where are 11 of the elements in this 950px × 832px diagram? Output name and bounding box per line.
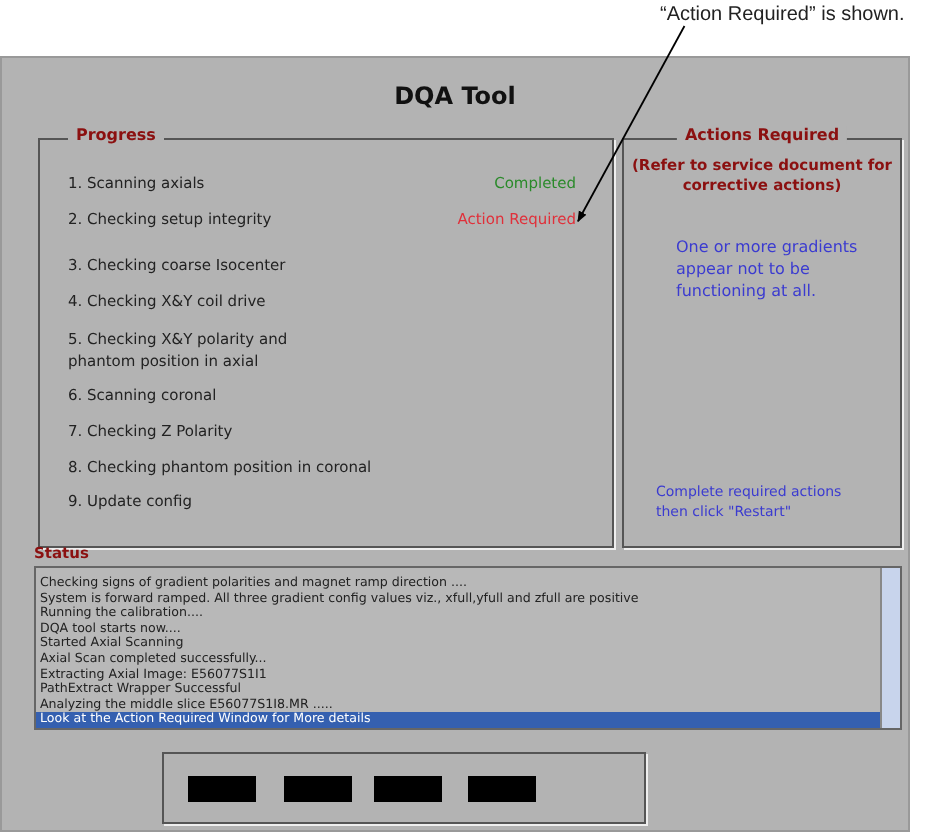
redacted-block — [188, 776, 256, 802]
callout-text: “Action Required” is shown. — [660, 4, 905, 26]
panel-heading: Progress — [68, 126, 164, 144]
redacted-block — [374, 776, 442, 802]
button-panel — [162, 752, 646, 824]
leader-line — [577, 25, 686, 223]
panel-heading: Actions Required — [676, 126, 848, 144]
redacted-block — [468, 776, 536, 802]
redacted-block — [284, 776, 352, 802]
window-title: DQA Tool — [392, 82, 518, 110]
action-message: One or more gradients appear not to be functioning at all. — [676, 236, 860, 302]
